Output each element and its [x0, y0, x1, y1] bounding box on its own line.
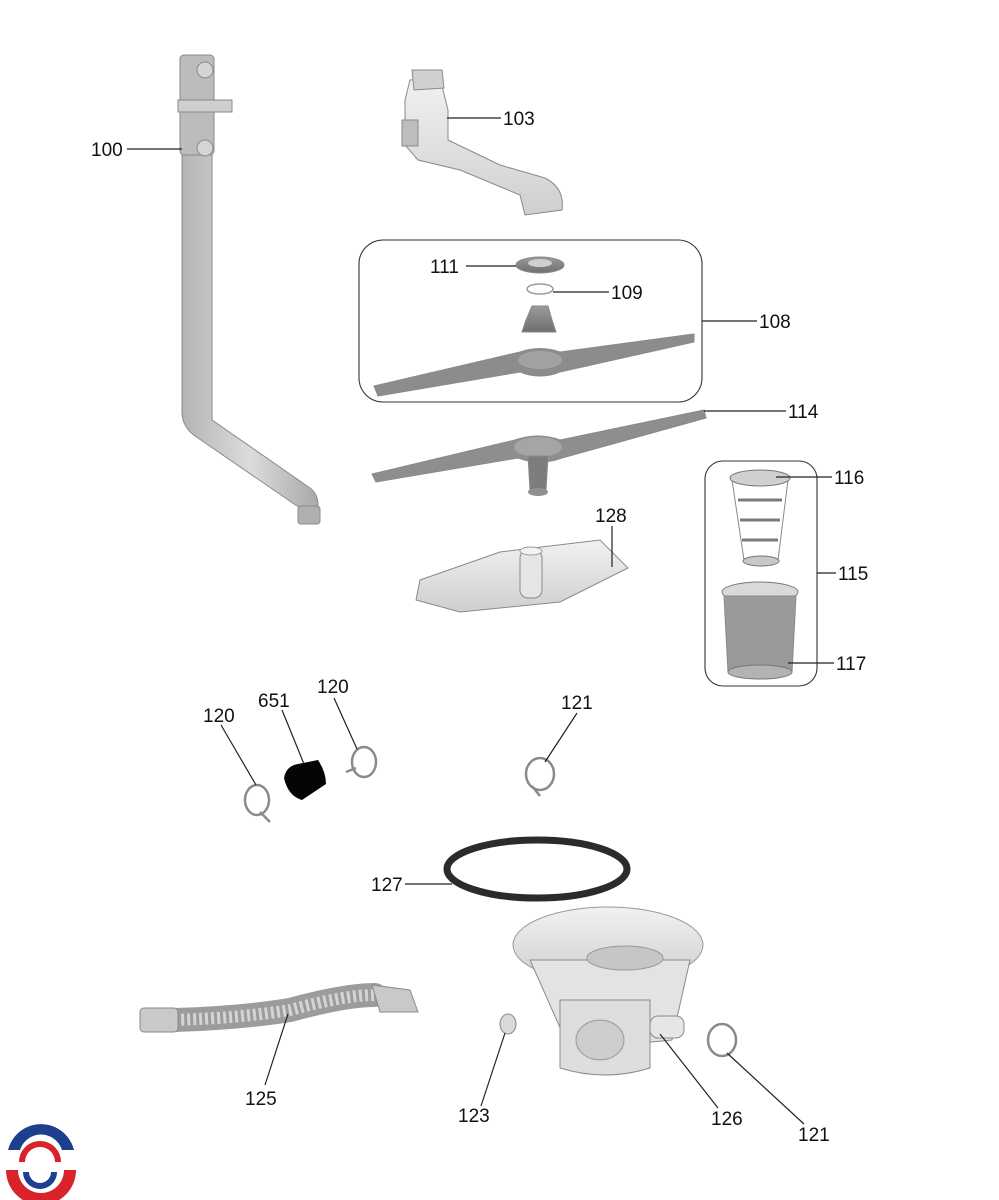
part-121-clamp-upper	[524, 756, 556, 797]
part-120-clamp-right	[345, 745, 378, 779]
part-114-lower-spray-arm	[371, 409, 707, 496]
label-116: 116	[834, 468, 864, 489]
leader-lines	[127, 117, 836, 1125]
label-120-right: 120	[317, 677, 349, 698]
label-108: 108	[759, 312, 791, 333]
part-100-supply-tube	[177, 54, 321, 525]
label-109: 109	[611, 283, 643, 304]
label-115: 115	[838, 564, 868, 585]
part-126-sump	[512, 906, 704, 1076]
part-103-upper-arm-holder	[401, 69, 563, 216]
label-123: 123	[458, 1106, 490, 1127]
label-121-lower: 121	[798, 1125, 830, 1146]
label-126: 126	[711, 1109, 743, 1130]
label-114: 114	[788, 402, 819, 423]
label-127: 127	[371, 875, 403, 896]
part-125-hose	[139, 983, 419, 1033]
company-logo-icon	[2, 1124, 78, 1200]
part-109-seal-ring	[526, 283, 554, 295]
label-100: 100	[91, 140, 123, 161]
part-117-fine-filter	[721, 581, 799, 680]
label-111: 111	[430, 257, 459, 278]
part-121-clamp-lower	[706, 1022, 738, 1058]
label-125: 125	[245, 1089, 277, 1110]
label-128: 128	[595, 506, 627, 527]
part-651-sleeve	[284, 760, 326, 800]
label-121-upper: 121	[561, 693, 593, 714]
label-117: 117	[836, 654, 866, 675]
label-120-left: 120	[203, 706, 235, 727]
part-116-coarse-filter	[729, 469, 791, 567]
label-103: 103	[503, 109, 535, 130]
part-120-clamp-left	[243, 783, 271, 823]
part-111-nut	[515, 256, 565, 274]
label-651: 651	[258, 691, 290, 712]
part-108-hub	[521, 305, 557, 333]
part-128-filter-plate	[415, 539, 629, 613]
part-127-gasket	[443, 836, 631, 902]
part-123-plug	[499, 1013, 517, 1035]
